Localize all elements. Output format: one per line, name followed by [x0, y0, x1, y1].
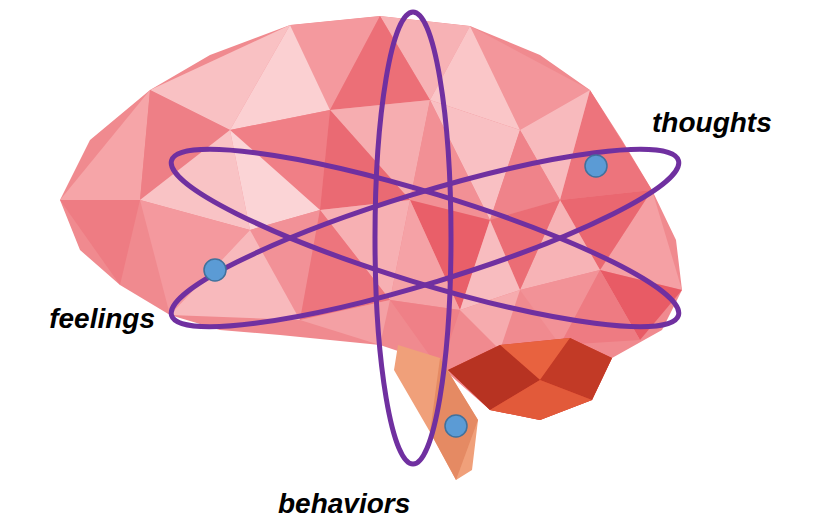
orbit-ellipse	[158, 117, 691, 358]
label-text: behaviors	[278, 488, 410, 520]
orbit-dots	[204, 155, 607, 437]
cerebellum	[448, 338, 612, 420]
orbit-ellipse	[158, 117, 691, 358]
brain-cerebrum	[60, 16, 682, 420]
atom-orbits	[158, 12, 691, 464]
electron-dot	[585, 155, 607, 177]
orbit-ellipse	[375, 12, 451, 464]
label-text: thoughts	[652, 107, 772, 139]
electron-dot	[204, 259, 226, 281]
brain-outline	[60, 16, 682, 420]
electron-dot	[445, 415, 467, 437]
label-text: feelings	[49, 303, 155, 335]
